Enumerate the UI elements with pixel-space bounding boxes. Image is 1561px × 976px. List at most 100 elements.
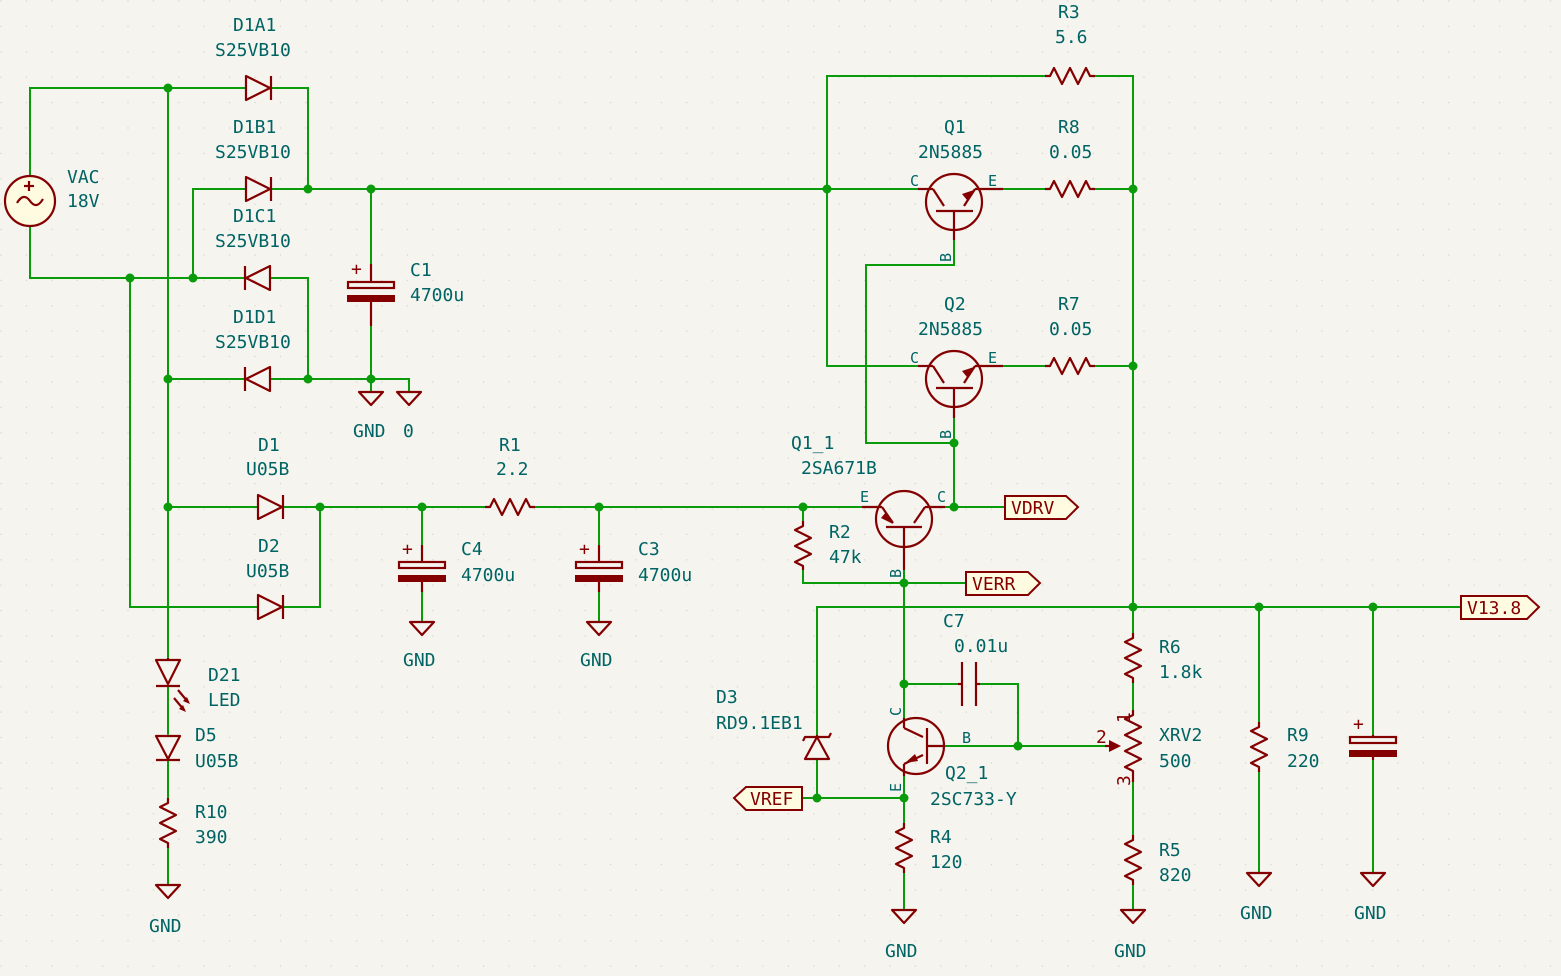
c4-ref: C4: [461, 539, 483, 560]
diode-symbol-d1c1[interactable]: [243, 264, 272, 292]
gnd-label: GND: [149, 916, 182, 937]
r8-value: 0.05: [1049, 142, 1092, 163]
pin-e-label: E: [860, 488, 869, 506]
junction-dot: [1128, 184, 1138, 194]
gnd-label: GND: [1114, 941, 1147, 962]
d1d1-ref: D1D1: [233, 307, 276, 328]
pin-c-label: C: [910, 172, 919, 190]
c3-ref: C3: [638, 539, 660, 560]
transistor-symbol-q1[interactable]: [918, 172, 1003, 240]
d3-ref: D3: [716, 687, 738, 708]
resistor-symbol-r7[interactable]: [1045, 356, 1095, 376]
diode-symbol-d2[interactable]: [256, 593, 285, 621]
junction-dot: [163, 83, 173, 93]
diode-symbol-d1b1[interactable]: [244, 175, 273, 203]
q2-value: 2N5885: [918, 319, 983, 340]
junction-dot: [163, 502, 173, 512]
junction-dot: [366, 374, 376, 384]
capacitor-symbol-c7[interactable]: [958, 662, 980, 706]
resistor-symbol-r6[interactable]: [1123, 633, 1143, 683]
resistor-symbol-r2[interactable]: [793, 521, 813, 570]
junctions: [125, 83, 1378, 803]
pin-b-label: B: [962, 729, 971, 747]
d21-value: LED: [208, 690, 241, 711]
c4-value: 4700u: [461, 565, 515, 586]
junction-dot: [303, 184, 313, 194]
pin-b-label: B: [937, 430, 955, 439]
plus-label: +: [1353, 714, 1364, 735]
power-labels: GND 0 GND GND GND GND GND GND GND: [149, 421, 1387, 962]
r9-ref: R9: [1287, 725, 1309, 746]
plus-label: +: [351, 259, 362, 280]
pot-pin-2-label: 2: [1096, 727, 1107, 748]
net-label-vref-text: VREF: [750, 789, 793, 810]
net-label-vref: VREF: [732, 786, 803, 811]
resistor-symbol-r5[interactable]: [1123, 835, 1143, 885]
transistor-symbol-q2[interactable]: [918, 349, 1003, 418]
resistor-symbol-r8[interactable]: [1045, 179, 1095, 199]
capacitor-symbol-c1[interactable]: [346, 264, 396, 326]
capacitor-symbol-c-out[interactable]: [1348, 735, 1398, 760]
transistor-symbol-q2-1[interactable]: [886, 716, 946, 776]
c1-value: 4700u: [410, 285, 464, 306]
resistor-symbol-r1[interactable]: [485, 497, 535, 517]
plus-label: +: [402, 539, 413, 560]
net-label-vdrv-text: VDRV: [1011, 498, 1055, 519]
junction-dot: [949, 438, 959, 448]
zener-symbol-d3[interactable]: [802, 732, 832, 761]
pin-e-label: E: [887, 783, 905, 792]
q1-1-ref: Q1_1: [791, 433, 834, 454]
gnd-label: GND: [353, 421, 386, 442]
diode-symbol-d1[interactable]: [256, 493, 285, 521]
net-label-verr-text: VERR: [972, 574, 1016, 595]
pin-b-label: B: [887, 569, 905, 578]
q1-1-value: 2SA671B: [801, 458, 877, 479]
junction-dot: [303, 374, 313, 384]
wires: [29, 75, 1462, 911]
ground-symbol-r9: [1245, 871, 1273, 888]
d1b1-value: S25VB10: [215, 142, 291, 163]
gnd-label: GND: [1354, 903, 1387, 924]
net-label-v138-text: V13.8: [1467, 598, 1521, 619]
d3-value: RD9.1EB1: [716, 713, 803, 734]
q1-ref: Q1: [944, 117, 966, 138]
vac-source-symbol[interactable]: [3, 174, 57, 228]
zero-label: 0: [403, 421, 414, 442]
ground-symbol-r4: [890, 908, 918, 925]
capacitor-symbol-c3[interactable]: [574, 545, 624, 592]
gnd-label: GND: [403, 650, 436, 671]
resistor-symbol-r4[interactable]: [894, 823, 914, 873]
net-label-verr: VERR: [965, 571, 1042, 596]
ground-symbol-r5: [1119, 908, 1147, 925]
junction-dot: [188, 273, 198, 283]
transistor-symbol-q1-1[interactable]: [862, 489, 945, 570]
capacitor-symbol-c4[interactable]: [397, 545, 447, 592]
r9-value: 220: [1287, 751, 1320, 772]
c7-ref: C7: [943, 611, 965, 632]
junction-dot: [899, 578, 909, 588]
resistor-symbol-r9[interactable]: [1249, 722, 1269, 772]
c7-value: 0.01u: [954, 636, 1008, 657]
d5-ref: D5: [195, 725, 217, 746]
r8-ref: R8: [1058, 117, 1080, 138]
resistor-symbol-r3[interactable]: [1045, 66, 1095, 86]
diode-symbol-d1d1[interactable]: [243, 365, 272, 393]
r10-ref: R10: [195, 802, 228, 823]
r2-ref: R2: [829, 522, 851, 543]
q1-value: 2N5885: [918, 142, 983, 163]
xrv2-value: 500: [1159, 751, 1192, 772]
ground-symbol-c3: [585, 620, 613, 637]
gnd-label: GND: [885, 941, 918, 962]
d1b1-ref: D1B1: [233, 117, 276, 138]
r4-value: 120: [930, 852, 963, 873]
diode-symbol-d5[interactable]: [154, 734, 182, 762]
zero-ground-symbol: [395, 390, 423, 407]
q2-ref: Q2: [944, 294, 966, 315]
resistor-symbol-r10[interactable]: [158, 798, 178, 848]
r4-ref: R4: [930, 827, 952, 848]
pot-pin-1-label: 1: [1114, 712, 1135, 723]
led-symbol-d21[interactable]: [154, 658, 190, 712]
potentiometer-symbol-xrv2[interactable]: [1105, 710, 1143, 782]
diode-symbol-d1a1[interactable]: [244, 74, 273, 102]
pin-b-label: B: [937, 253, 955, 262]
